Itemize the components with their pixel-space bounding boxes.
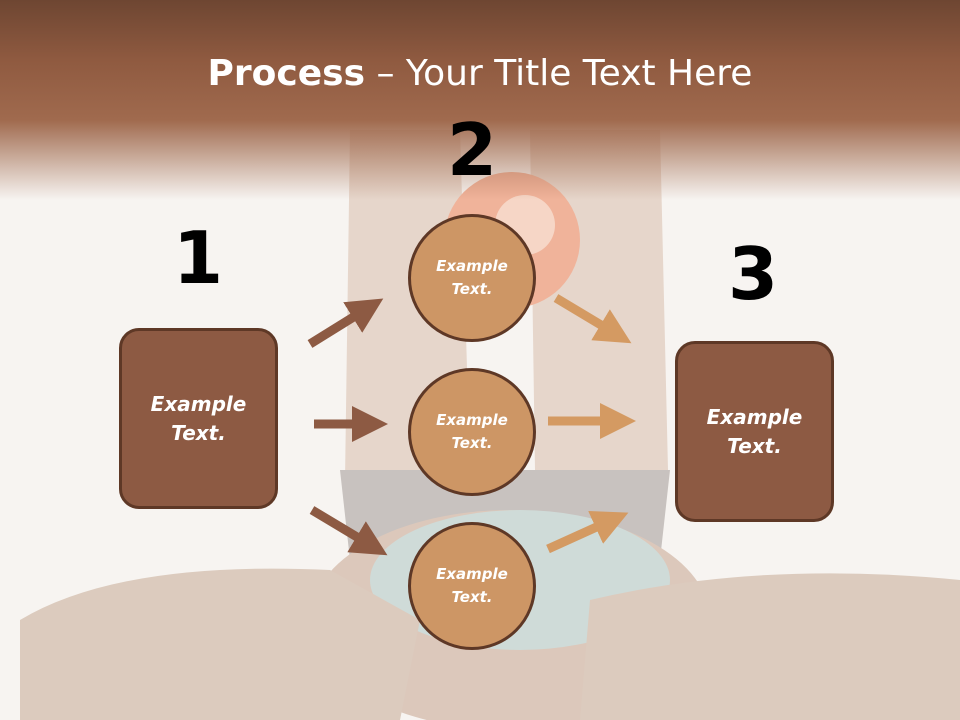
step-3-box: Example Text. (675, 341, 834, 522)
step-2-circle-top: Example Text. (408, 214, 536, 342)
arrow-bottom-to-right (546, 511, 629, 554)
arrow-top-to-right (553, 294, 632, 344)
step-1-label: Example Text. (150, 391, 247, 445)
step-number-2: 2 (446, 108, 498, 192)
title-bold: Process (207, 53, 366, 94)
circle-bottom-label: Example Text. (436, 565, 508, 606)
step-number-1: 1 (172, 216, 224, 300)
step-2-circle-middle: Example Text. (408, 368, 536, 496)
step-3-label: Example Text. (706, 404, 803, 458)
header-band (0, 0, 960, 200)
step-2-circle-bottom: Example Text. (408, 522, 536, 650)
circle-top-label: Example Text. (436, 257, 508, 298)
step-1-box: Example Text. (119, 328, 278, 509)
step-number-3: 3 (727, 232, 779, 316)
title-rest: – Your Title Text Here (365, 53, 753, 94)
arrow-left-to-bottom (309, 506, 388, 556)
circle-middle-label: Example Text. (436, 411, 508, 452)
slide-title: Process – Your Title Text Here (0, 52, 960, 96)
arrow-left-to-top (307, 298, 384, 348)
